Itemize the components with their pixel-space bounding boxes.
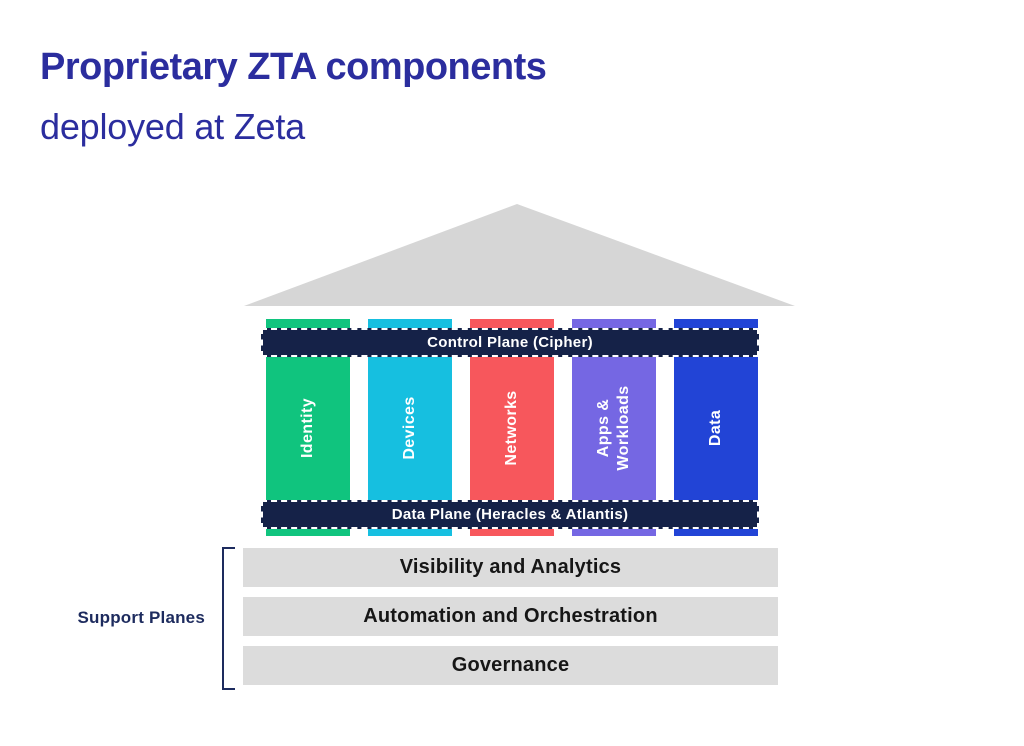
support-bar-automation-orchestration: Automation and Orchestration [243, 597, 778, 636]
support-bar-automation-orchestration-label: Automation and Orchestration [363, 605, 658, 627]
pillar-networks-label: Networks [503, 389, 520, 466]
pillar-data-label: Data [707, 409, 724, 446]
roof-triangle [244, 204, 795, 306]
page-title: Proprietary ZTA components [40, 46, 547, 88]
page-subtitle: deployed at Zeta [40, 106, 305, 147]
pillar-identity-label: Identity [299, 397, 316, 458]
control-plane-bar: Control Plane (Cipher) [261, 328, 759, 357]
pillar-devices-label: Devices [401, 395, 418, 460]
pillar-apps-workloads-label: Apps & Workloads [595, 384, 632, 471]
support-bar-visibility-analytics-label: Visibility and Analytics [399, 556, 622, 578]
data-plane-bar: Data Plane (Heracles & Atlantis) [261, 500, 759, 529]
support-bar-visibility-analytics: Visibility and Analytics [243, 548, 778, 587]
data-plane-label: Data Plane (Heracles & Atlantis) [391, 506, 629, 523]
support-bar-governance: Governance [243, 646, 778, 685]
roof-triangle-shape [244, 204, 795, 306]
support-planes-label: Support Planes [77, 608, 205, 627]
support-bar-governance-label: Governance [451, 654, 570, 676]
support-planes-bracket [222, 547, 235, 690]
control-plane-label: Control Plane (Cipher) [427, 334, 593, 351]
